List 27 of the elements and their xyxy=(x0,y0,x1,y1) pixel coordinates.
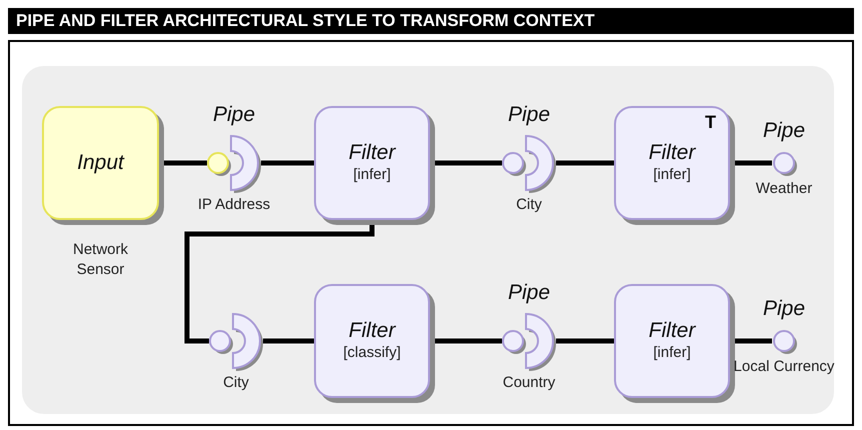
pipe-connector xyxy=(261,160,314,166)
data-label: City xyxy=(222,373,250,393)
filter-title: Filter xyxy=(348,141,396,165)
data-label: IP Address xyxy=(196,195,272,215)
node-caption: Network Sensor xyxy=(72,240,129,280)
filter-operation: [classify] xyxy=(343,343,401,363)
pipe-label: Pipe xyxy=(762,297,806,321)
title-bar: PIPE AND FILTER ARCHITECTURAL STYLE TO TRANSFORM CONTEXT xyxy=(8,8,854,34)
filter-operation: [infer] xyxy=(653,165,691,185)
pipe-label: Pipe xyxy=(508,281,550,305)
pipe-connector xyxy=(556,338,614,344)
pipe-label: Pipe xyxy=(212,103,256,127)
data-label: City xyxy=(515,195,543,215)
filter-operation: [infer] xyxy=(653,343,691,363)
pipe-connector xyxy=(556,160,614,166)
data-label: Weather xyxy=(754,179,814,199)
filter-title: Filter xyxy=(648,319,696,343)
filter-title: Filter xyxy=(648,141,696,165)
marker-letter: T xyxy=(705,112,716,132)
filter-title: Filter xyxy=(348,319,396,343)
pipe-label: Pipe xyxy=(762,119,806,143)
data-label: Country xyxy=(502,373,556,393)
filter-operation: [infer] xyxy=(353,165,391,185)
pipe-label: Pipe xyxy=(508,103,550,127)
data-label: Local Currency xyxy=(732,357,836,377)
pipe-connector xyxy=(263,338,314,344)
filter-title: Input xyxy=(77,151,124,175)
